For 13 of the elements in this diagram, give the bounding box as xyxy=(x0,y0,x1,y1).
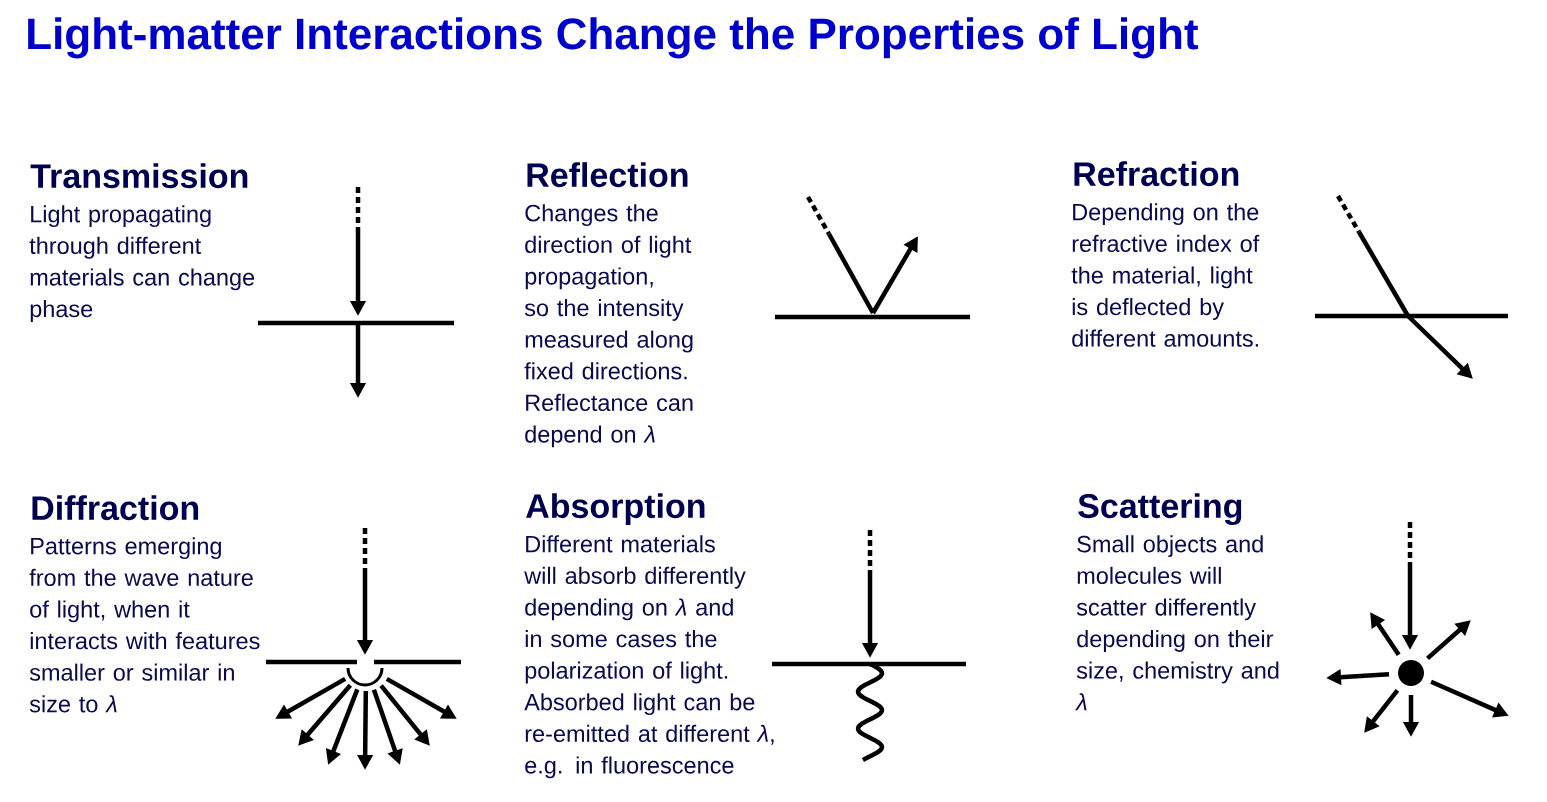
description-text: Small objects and molecules will scatter differently depending on their size, chemistry and λ xyxy=(1075,535,1279,711)
panel-heading: Scattering xyxy=(1078,493,1242,526)
panel-heading: Refraction xyxy=(1074,161,1239,187)
panel-heading: Transmission xyxy=(30,163,248,189)
panel-heading: Diffraction xyxy=(32,495,199,521)
panel-heading: Reflection xyxy=(527,162,688,188)
title: Light-matter Interactions Change the Properties of Light xyxy=(28,17,1199,59)
description-text: Changes the direction of light propagation, so the intensity measured along fixed directions. Reflectance can depend on λ xyxy=(524,204,693,448)
panel-heading: Absorption xyxy=(526,493,705,525)
description-text: Depending on the refractive index of the material, light is deflected by different amounts. xyxy=(1071,203,1260,347)
description-text: Light propagating through different materials can change phase xyxy=(29,205,255,322)
description-text: Different materials will absorb differently depending on λ and in some cases the polarization of light. Absorbed light can be re-emitted at different λ, e.g. in fluorescence xyxy=(524,535,774,779)
description-text: Patterns emerging from the wave nature of light, when it interacts with features smaller or similar in size to λ xyxy=(29,537,260,713)
